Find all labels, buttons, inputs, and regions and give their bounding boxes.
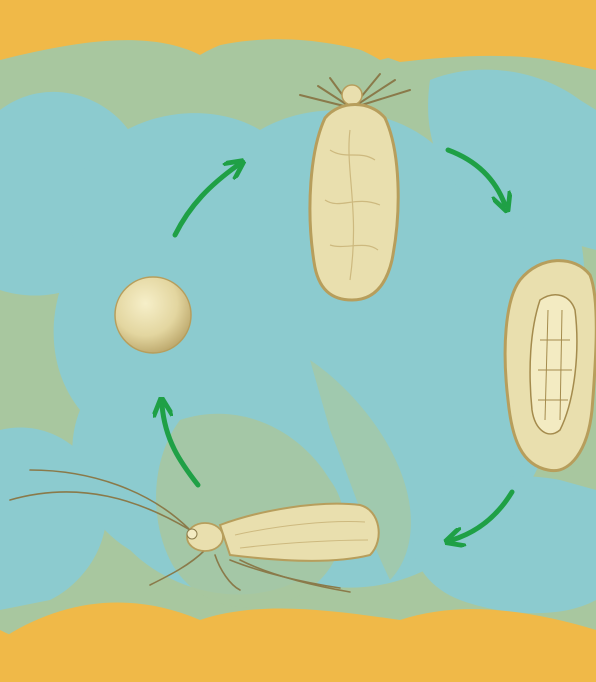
blob-yellow-bottom: [0, 603, 596, 682]
stage-egg: [115, 277, 191, 353]
egg-icon: [115, 277, 191, 353]
pupa-case-icon: [505, 261, 596, 471]
stage-pupa: [505, 261, 596, 471]
